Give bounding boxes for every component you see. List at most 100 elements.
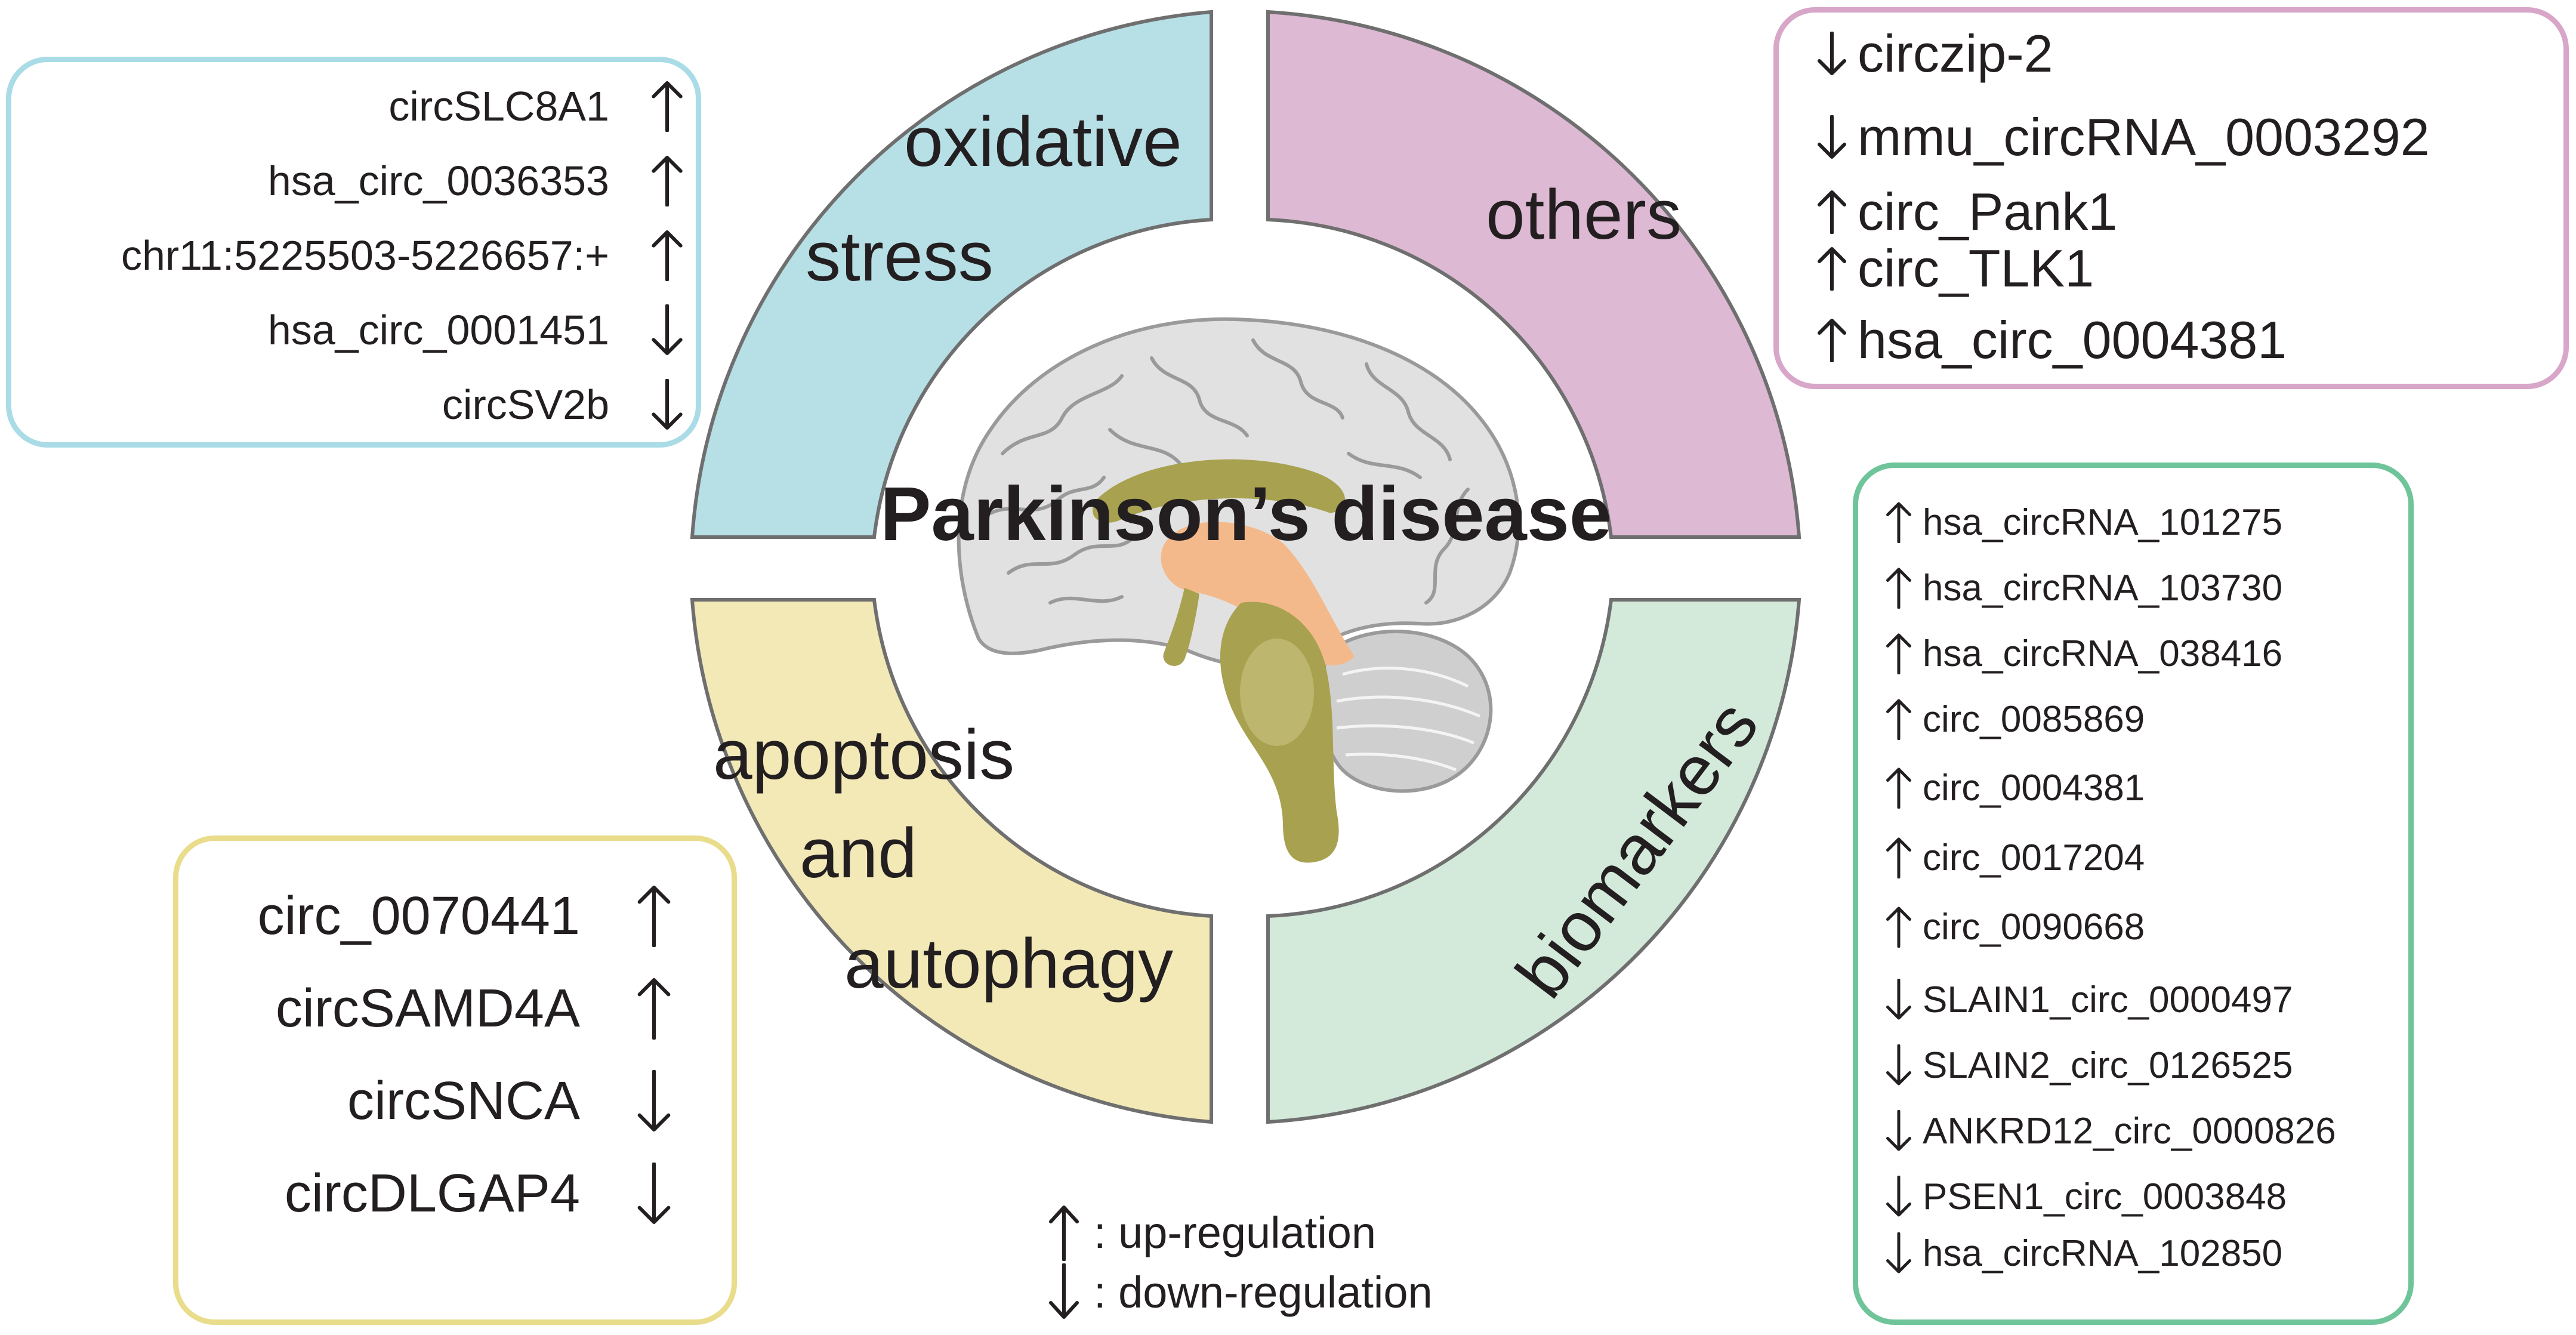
up-arrow-icon xyxy=(1886,567,1912,609)
biomarker-item-row: SLAIN1_circ_0000497 xyxy=(1886,970,2293,1029)
down-arrow-icon xyxy=(637,1163,671,1225)
down-arrow-icon xyxy=(1817,115,1847,159)
cerebellum-folia xyxy=(1336,667,1480,772)
oxidative-item-name: chr11:5225503-5226657:+ xyxy=(121,232,609,279)
biomarker-item-name: circ_0090668 xyxy=(1923,906,2145,948)
biomarker-item-name: hsa_circRNA_038416 xyxy=(1923,633,2283,674)
sector-biomarkers xyxy=(1266,598,1801,1124)
biomarker-item-row: circ_0017204 xyxy=(1886,828,2145,887)
up-arrow-icon xyxy=(1817,246,1847,291)
sector-label-apoptosis: apoptosis xyxy=(713,716,1014,794)
biomarker-item-row: hsa_circRNA_038416 xyxy=(1886,624,2282,683)
others-item-name: circzip-2 xyxy=(1858,24,2053,83)
biomarker-item-name: SLAIN1_circ_0000497 xyxy=(1923,979,2293,1020)
down-arrow-icon xyxy=(1047,1263,1081,1321)
apoptosis-item-row: circ_0070441 xyxy=(258,880,671,952)
sector-oxidative-stress xyxy=(690,10,1213,539)
brain-illustration xyxy=(957,317,1520,863)
up-arrow-icon xyxy=(1886,501,1912,543)
biomarker-item-name: circ_0004381 xyxy=(1923,767,2145,809)
others-box xyxy=(1773,7,2569,389)
oxidative-stress-box xyxy=(6,57,701,448)
biomarker-item-name: hsa_circRNA_101275 xyxy=(1923,501,2283,543)
up-arrow-icon xyxy=(637,885,671,947)
biomarker-item-row: circ_0004381 xyxy=(1886,758,2145,818)
biomarker-item-name: ANKRD12_circ_0000826 xyxy=(1923,1110,2336,1152)
biomarker-item-name: hsa_circRNA_103730 xyxy=(1923,567,2283,609)
apoptosis-autophagy-box xyxy=(173,835,737,1325)
up-arrow-icon xyxy=(637,978,671,1040)
down-arrow-icon xyxy=(1886,979,1912,1020)
down-arrow-icon xyxy=(1886,1044,1912,1086)
down-arrow-icon xyxy=(1886,1110,1912,1152)
corpus-callosum xyxy=(1093,459,1345,523)
down-arrow-icon xyxy=(1817,32,1847,76)
others-item-row: circ_Pank1 xyxy=(1817,182,2117,242)
sector-apoptosis-autophagy xyxy=(690,598,1213,1124)
up-arrow-icon xyxy=(1817,190,1847,234)
biomarker-item-name: circ_0085869 xyxy=(1923,698,2145,740)
legend-up-label: : up-regulation xyxy=(1094,1207,1377,1257)
biomarker-item-row: SLAIN2_circ_0126525 xyxy=(1886,1035,2293,1095)
legend-up-row: : up-regulation xyxy=(1047,1200,1376,1265)
oxidative-item-row: chr11:5225503-5226657:+ xyxy=(121,226,683,285)
biomarker-item-name: PSEN1_circ_0003848 xyxy=(1923,1176,2287,1217)
down-arrow-icon xyxy=(651,304,683,356)
apoptosis-item-name: circSAMD4A xyxy=(275,978,580,1038)
apoptosis-item-name: circDLGAP4 xyxy=(284,1163,580,1223)
biomarker-item-name: hsa_circRNA_102850 xyxy=(1923,1232,2283,1274)
biomarker-item-row: hsa_circRNA_101275 xyxy=(1886,492,2282,552)
others-item-row: circzip-2 xyxy=(1817,24,2053,84)
pituitary xyxy=(1163,588,1199,666)
others-item-name: hsa_circ_0004381 xyxy=(1858,310,2287,369)
legend-down-row: : down-regulation xyxy=(1047,1259,1433,1325)
pons xyxy=(1240,639,1314,746)
biomarker-item-row: hsa_circRNA_103730 xyxy=(1886,558,2282,618)
oxidative-item-row: hsa_circ_0036353 xyxy=(268,151,683,211)
up-arrow-icon xyxy=(1886,698,1912,740)
up-arrow-icon xyxy=(1886,767,1912,809)
brain-gyri xyxy=(989,338,1470,605)
biomarker-item-row: circ_0090668 xyxy=(1886,897,2145,957)
biomarker-item-name: circ_0017204 xyxy=(1923,837,2145,878)
legend-down-label: : down-regulation xyxy=(1094,1267,1433,1317)
sector-label-stress: stress xyxy=(806,217,994,296)
oxidative-item-name: circSLC8A1 xyxy=(388,83,609,130)
down-arrow-icon xyxy=(1886,1232,1912,1274)
up-arrow-icon xyxy=(651,81,683,132)
biomarker-item-name: SLAIN2_circ_0126525 xyxy=(1923,1044,2293,1086)
oxidative-item-row: circSLC8A1 xyxy=(388,76,683,136)
biomarker-item-row: PSEN1_circ_0003848 xyxy=(1886,1167,2287,1226)
sector-label-oxidative: oxidative xyxy=(904,103,1182,181)
sector-others xyxy=(1266,10,1801,539)
others-item-row: circ_TLK1 xyxy=(1817,239,2094,298)
apoptosis-item-row: circSAMD4A xyxy=(276,973,671,1044)
oxidative-item-name: hsa_circ_0001451 xyxy=(267,307,609,353)
diagram-title: Parkinson’s disease xyxy=(880,471,1612,557)
oxidative-item-name: hsa_circ_0036353 xyxy=(267,158,609,204)
apoptosis-item-name: circSNCA xyxy=(347,1071,580,1131)
apoptosis-item-name: circ_0070441 xyxy=(257,886,580,946)
biomarker-item-row: hsa_circRNA_102850 xyxy=(1886,1223,2282,1283)
apoptosis-item-row: circDLGAP4 xyxy=(285,1158,671,1229)
biomarkers-box xyxy=(1853,463,2414,1325)
oxidative-item-name: circSV2b xyxy=(442,381,609,428)
others-item-row: mmu_circRNA_0003292 xyxy=(1817,107,2430,167)
up-arrow-icon xyxy=(651,230,683,281)
down-arrow-icon xyxy=(1886,1176,1912,1217)
biomarker-item-row: ANKRD12_circ_0000826 xyxy=(1886,1101,2336,1161)
apoptosis-item-row: circSNCA xyxy=(347,1065,671,1137)
up-arrow-icon xyxy=(651,155,683,206)
up-arrow-icon xyxy=(1886,837,1912,878)
up-arrow-icon xyxy=(1817,318,1847,362)
down-arrow-icon xyxy=(651,379,683,430)
up-arrow-icon xyxy=(1886,633,1912,674)
oxidative-item-row: hsa_circ_0001451 xyxy=(268,300,683,360)
down-arrow-icon xyxy=(637,1070,671,1132)
sector-label-autophagy: autophagy xyxy=(844,924,1173,1003)
oxidative-item-row: circSV2b xyxy=(442,375,683,434)
others-item-name: circ_TLK1 xyxy=(1858,239,2094,298)
up-arrow-icon xyxy=(1047,1204,1081,1261)
sector-label-and: and xyxy=(800,814,917,893)
